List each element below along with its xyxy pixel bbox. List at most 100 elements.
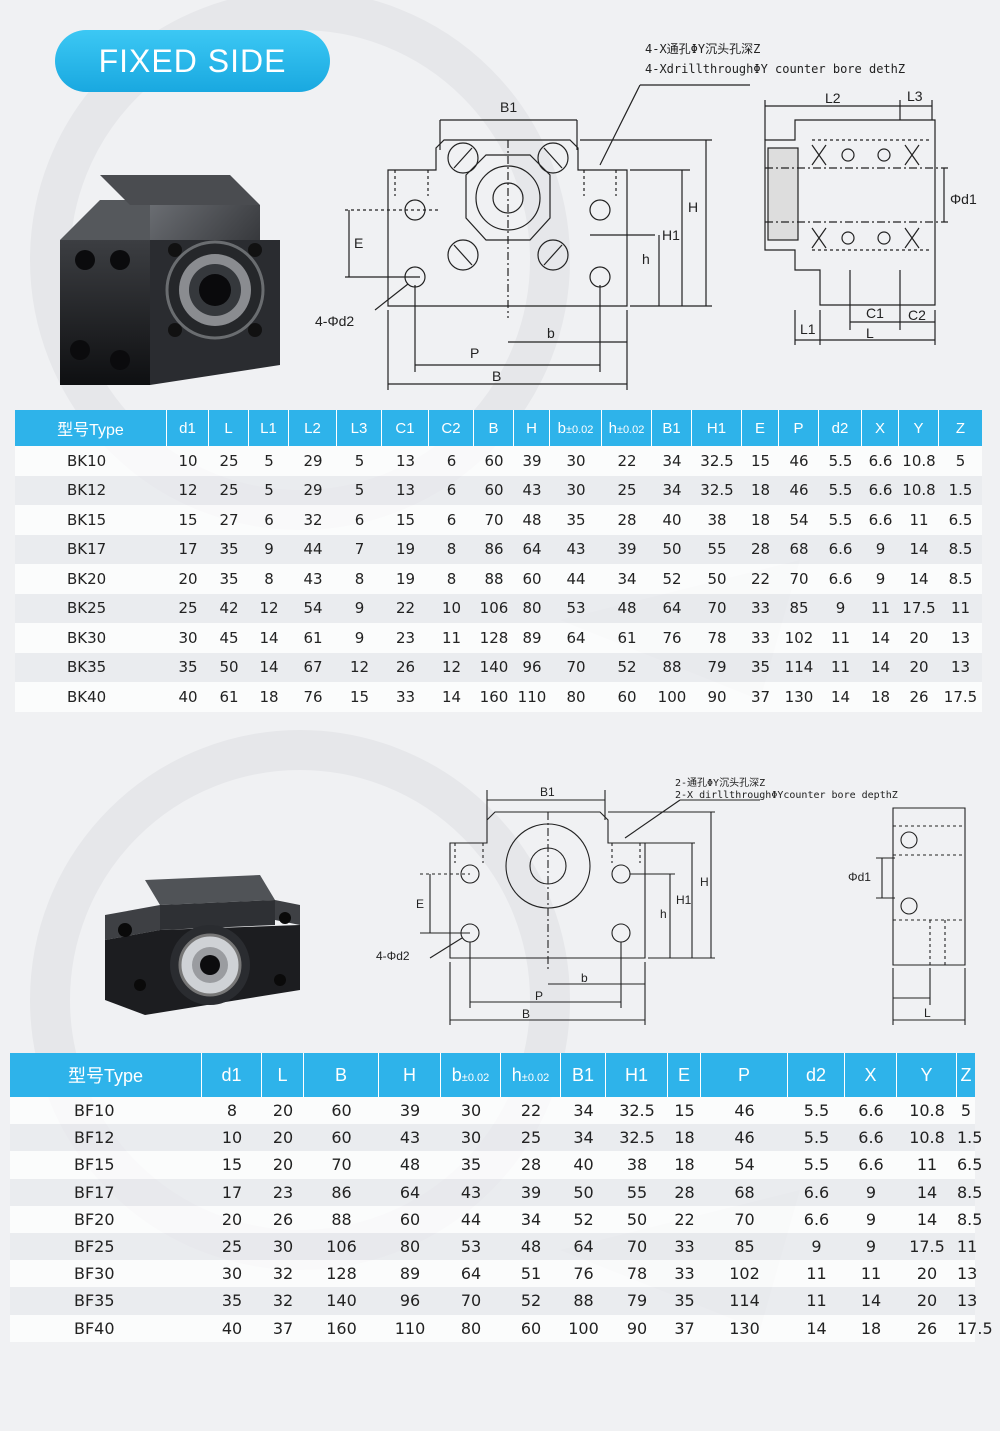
value-cell: 114 [779, 652, 819, 682]
bf-label-P: P [535, 989, 543, 1003]
value-cell: 13 [382, 446, 429, 476]
value-cell: 22 [602, 446, 652, 476]
value-cell: 68 [779, 534, 819, 564]
value-cell: 6 [429, 475, 474, 505]
bf-col-header: h±0.02 [501, 1053, 561, 1097]
model-cell: BF35 [10, 1287, 202, 1315]
value-cell: 43 [514, 475, 550, 505]
value-cell: 25 [209, 475, 249, 505]
bf-col-header: b±0.02 [441, 1053, 501, 1097]
value-cell: 70 [779, 564, 819, 594]
value-cell: 15 [337, 682, 382, 712]
value-cell: 60 [514, 564, 550, 594]
value-cell: 11 [845, 1260, 897, 1288]
value-cell: 9 [845, 1232, 897, 1261]
value-cell: 12 [167, 475, 209, 505]
value-cell: 15 [167, 505, 209, 535]
bk-product-image [60, 175, 280, 385]
value-cell: 11 [788, 1260, 845, 1288]
value-cell: 9 [819, 593, 862, 623]
value-cell: 46 [701, 1124, 788, 1152]
value-cell: 11 [819, 652, 862, 682]
value-cell: 14 [429, 682, 474, 712]
value-cell: 70 [441, 1287, 501, 1315]
value-cell: 46 [701, 1097, 788, 1125]
value-cell: 17.5 [897, 1232, 957, 1261]
value-cell: 34 [602, 564, 652, 594]
bf-label-H: H [700, 875, 709, 889]
value-cell: 52 [652, 564, 692, 594]
value-cell: 14 [845, 1287, 897, 1315]
value-cell: 12 [337, 652, 382, 682]
value-cell: 33 [742, 593, 779, 623]
value-cell: 13 [957, 1260, 977, 1288]
value-cell: 80 [550, 682, 602, 712]
value-cell: 6.5 [957, 1151, 982, 1179]
value-cell: 8 [429, 534, 474, 564]
value-cell: 5 [337, 475, 382, 505]
bk-col-header: E [742, 410, 779, 446]
value-cell: 79 [692, 652, 742, 682]
bk-label-L3: L3 [907, 88, 923, 104]
value-cell: 34 [652, 446, 692, 476]
bf-label-b: b [581, 971, 588, 985]
value-cell: 14 [899, 534, 939, 564]
value-cell: 8.5 [957, 1178, 982, 1206]
model-cell: BF10 [10, 1097, 202, 1125]
value-cell: 39 [501, 1178, 561, 1206]
value-cell: 28 [668, 1178, 701, 1206]
model-cell: BK35 [15, 652, 167, 682]
bk-label-L: L [866, 325, 874, 341]
value-cell: 48 [501, 1232, 561, 1261]
value-cell: 11 [862, 593, 899, 623]
value-cell: 53 [441, 1232, 501, 1261]
value-cell: 40 [652, 505, 692, 535]
value-cell: 1.5 [939, 475, 982, 505]
value-cell: 14 [249, 623, 289, 653]
value-cell: 27 [209, 505, 249, 535]
value-cell: 60 [379, 1205, 441, 1233]
value-cell: 17.5 [957, 1314, 993, 1342]
bk-label-b: b [547, 325, 555, 341]
bf-col-header: H [379, 1053, 441, 1097]
value-cell: 25 [167, 593, 209, 623]
value-cell: 61 [602, 623, 652, 653]
value-cell: 6.6 [819, 534, 862, 564]
value-cell: 11 [788, 1287, 845, 1315]
value-cell: 89 [379, 1260, 441, 1288]
value-cell: 35 [742, 652, 779, 682]
value-cell: 96 [514, 652, 550, 682]
bk-col-header: L [209, 410, 249, 446]
value-cell: 35 [441, 1151, 501, 1179]
value-cell: 13 [939, 652, 982, 682]
bk-col-header: Z [939, 410, 982, 446]
value-cell: 30 [441, 1097, 501, 1125]
value-cell: 45 [209, 623, 249, 653]
bk-col-header: B1 [652, 410, 692, 446]
value-cell: 10.8 [897, 1097, 957, 1125]
value-cell: 40 [561, 1151, 606, 1179]
bf-label-d1: Φd1 [848, 870, 871, 884]
value-cell: 89 [514, 623, 550, 653]
bf-col-header: B1 [561, 1053, 606, 1097]
value-cell: 67 [289, 652, 337, 682]
bk-label-d1: Φd1 [950, 191, 977, 207]
bf-side-drawing: Φd1 L [848, 807, 966, 1025]
value-cell: 1.5 [957, 1124, 982, 1152]
bf-col-header: Y [897, 1053, 957, 1097]
value-cell: 88 [474, 564, 514, 594]
bk-side-drawing: L2 L3 Φd1 C1 C2 L1 L [764, 88, 977, 345]
value-cell: 130 [701, 1314, 788, 1342]
value-cell: 70 [606, 1232, 668, 1261]
value-cell: 80 [379, 1232, 441, 1261]
value-cell: 20 [262, 1124, 304, 1152]
value-cell: 9 [845, 1205, 897, 1233]
value-cell: 43 [441, 1178, 501, 1206]
value-cell: 160 [474, 682, 514, 712]
value-cell: 76 [289, 682, 337, 712]
value-cell: 28 [501, 1151, 561, 1179]
